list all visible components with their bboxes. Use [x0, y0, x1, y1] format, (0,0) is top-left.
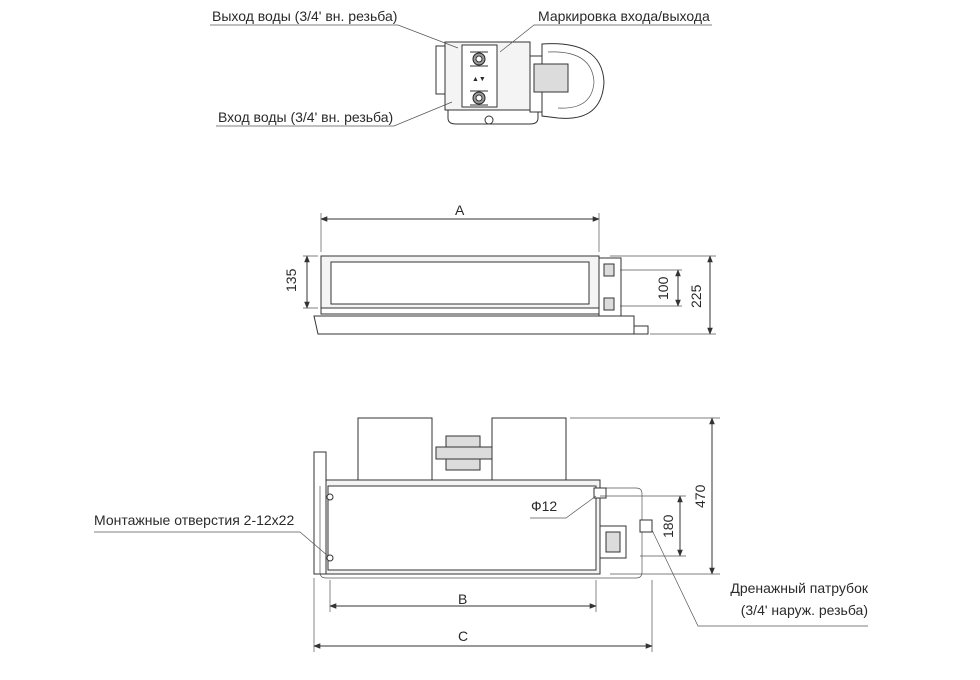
dim-135: 135: [283, 268, 299, 292]
plan-top-panel: [327, 485, 597, 571]
front-view-dimensions: [303, 213, 716, 335]
marking-glyph: ▲▼: [472, 76, 486, 83]
end-view-drain-tray: [447, 109, 539, 125]
dim-phi12: Ф12: [531, 498, 557, 514]
dim-a: A: [455, 202, 465, 218]
plan-drain-pipe: [639, 519, 653, 533]
fan-motor: [533, 63, 569, 93]
label-drain-pipe-line1: Дренажный патрубок: [730, 580, 869, 596]
dim-c: C: [458, 628, 468, 644]
outlet-valve-icon: [470, 51, 488, 67]
end-view: ▲▼: [435, 41, 605, 125]
plan-pipe-12: [593, 487, 607, 499]
dim-100: 100: [655, 276, 671, 300]
label-water-inlet: Вход воды (3/4' вн. резьба): [218, 109, 393, 125]
front-view-panel: [330, 261, 590, 305]
plan-fan-housing-right: [491, 417, 567, 481]
label-mounting-holes: Монтажные отверстия 2-12x22: [94, 512, 294, 528]
end-view-leaders: [210, 24, 712, 127]
dim-470: 470: [692, 484, 708, 508]
plan-valve-block: [599, 525, 627, 559]
fan-scroll-housing: [541, 43, 605, 119]
front-view-drain-tray: [313, 315, 635, 335]
label-inlet-outlet-marking: Маркировка входа/выхода: [538, 8, 710, 24]
end-view-bracket: [435, 45, 446, 95]
end-view-drain-outlet: [484, 115, 494, 125]
label-drain-pipe-line2: (3/4' наруж. резьба): [741, 602, 868, 618]
mounting-hole-top: [326, 493, 334, 501]
plan-view-dimensions: [94, 417, 868, 652]
front-view: [313, 255, 649, 335]
label-water-outlet: Выход воды (3/4' вн. резьба): [212, 8, 397, 24]
inlet-valve-icon: [470, 90, 488, 106]
front-view-drain-pipe: [633, 325, 649, 335]
dim-b: B: [458, 591, 467, 607]
plan-fan-housing-left: [357, 417, 433, 481]
plan-view: [313, 417, 653, 579]
dim-180: 180: [660, 514, 676, 538]
dim-225: 225: [688, 284, 704, 308]
mounting-hole-bottom: [326, 554, 334, 562]
